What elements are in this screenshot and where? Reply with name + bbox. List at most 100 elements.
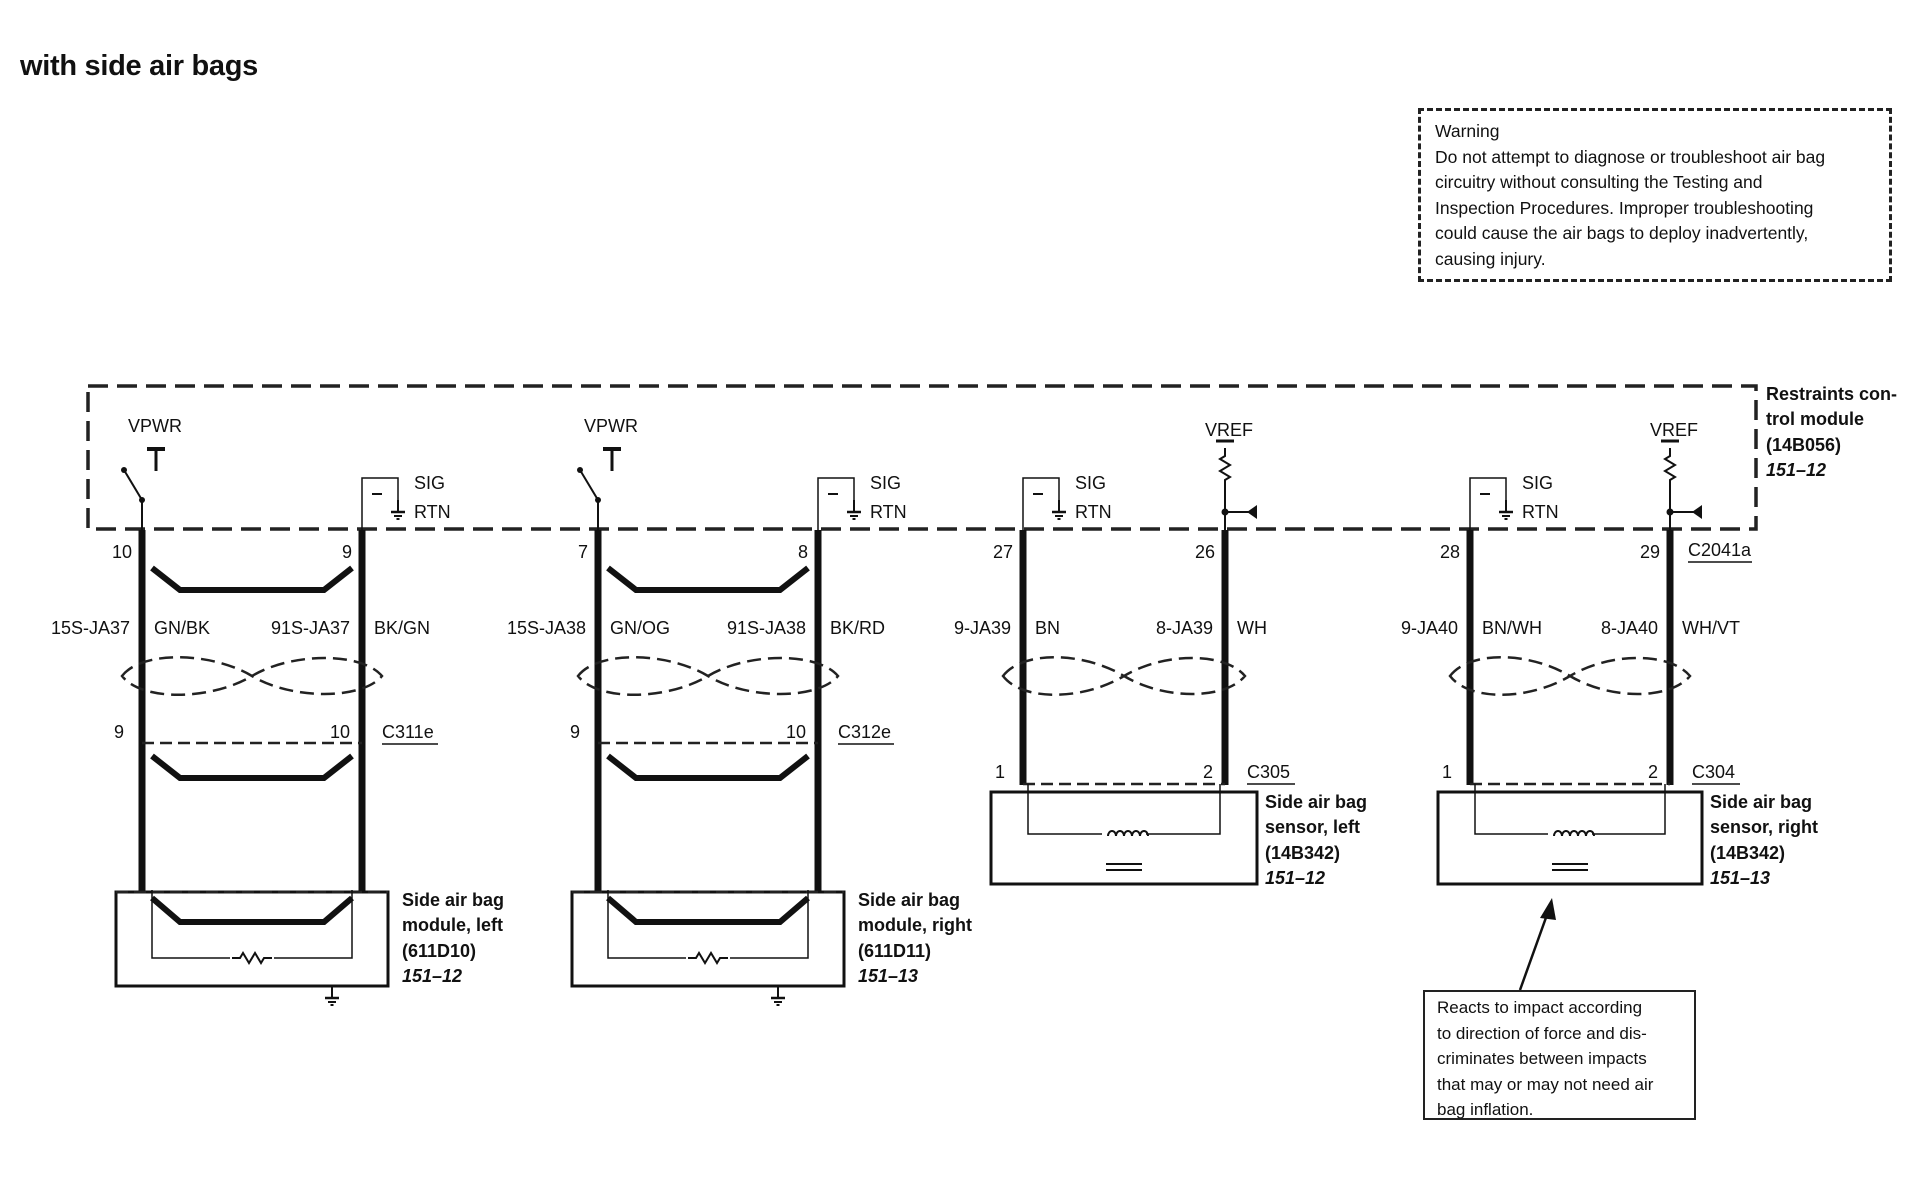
warning-line: causing injury.	[1435, 248, 1546, 269]
connector-label: C304	[1692, 762, 1735, 782]
component-label-line: (14B342)	[1710, 843, 1785, 863]
warning-line: circuitry without consulting the Testing…	[1435, 172, 1763, 192]
airbag-module-box	[570, 890, 846, 988]
twisted-pair-symbol	[1448, 656, 1692, 696]
signal-return-ground-icon	[845, 498, 863, 521]
sig-label: SIG	[870, 473, 901, 493]
shorting-bar	[150, 565, 354, 593]
vref-label: VREF	[1650, 420, 1698, 440]
sensor-box	[989, 790, 1259, 886]
warning-line: Do not attempt to diagnose or troublesho…	[1435, 146, 1826, 167]
wire-id-label: 15S-JA38	[507, 618, 586, 638]
rcm-label-line: Restraints con-	[1766, 384, 1897, 404]
rcm-label-line: (14B056)	[1766, 435, 1841, 455]
wire-color-label: BN/WH	[1482, 618, 1542, 638]
sig-rtn-lead	[1022, 477, 1060, 530]
shorting-bar	[606, 753, 810, 781]
airbag-module-box	[114, 890, 390, 988]
rtn-label: RTN	[414, 502, 451, 522]
note-line: criminates between impacts	[1437, 1049, 1647, 1068]
component-label-line: module, left	[402, 915, 503, 935]
component-label-line: module, right	[858, 915, 972, 935]
component-label-line: sensor, left	[1265, 817, 1360, 837]
pin-label: 1	[1442, 762, 1452, 782]
wire-id-label: 8-JA39	[1156, 618, 1213, 638]
wire-id-label: 91S-JA38	[727, 618, 806, 638]
warning-line: could cause the air bags to deploy inadv…	[1435, 223, 1809, 243]
sig-rtn-lead	[817, 477, 855, 530]
warning-heading: Warning	[1435, 121, 1500, 141]
switch-contact	[577, 467, 583, 473]
vpwr-label: VPWR	[584, 416, 638, 436]
warning-line: Inspection Procedures. Improper troubles…	[1435, 197, 1814, 218]
wire-color-label: GN/OG	[610, 618, 670, 638]
page-title: with side air bags	[20, 50, 258, 82]
connector-label: C311e	[382, 722, 434, 742]
wire-id-label: 91S-JA37	[271, 618, 350, 638]
pin-label: 7	[578, 542, 588, 562]
note-line: bag inflation.	[1437, 1100, 1534, 1119]
rcm-connector-label: C2041a	[1688, 540, 1752, 560]
wire-color-label: WH	[1237, 618, 1267, 638]
sensor-note-box: Reacts to impact according to direction …	[1423, 990, 1696, 1120]
sig-label: SIG	[414, 473, 445, 493]
sig-rtn-lead	[1469, 477, 1507, 530]
pin-label: 2	[1203, 762, 1213, 782]
component-ref: 151–13	[858, 966, 918, 986]
switch-blade	[123, 469, 143, 501]
component-label-line: (14B342)	[1265, 843, 1340, 863]
twisted-pair-symbol	[120, 656, 384, 696]
signal-return-ground-icon	[1050, 498, 1068, 521]
shorting-bar	[606, 565, 810, 593]
wire-color-label: WH/VT	[1682, 618, 1740, 638]
ground-icon	[769, 984, 787, 1007]
sensor-box	[1436, 790, 1704, 886]
rtn-label: RTN	[870, 502, 907, 522]
note-arrow-head	[1540, 898, 1556, 920]
pin-label: 1	[995, 762, 1005, 782]
pin-label: 28	[1440, 542, 1460, 562]
note-arrow	[1518, 911, 1550, 991]
component-ref: 151–12	[1265, 868, 1325, 888]
sig-label: SIG	[1075, 473, 1106, 493]
shorting-bar	[606, 895, 810, 925]
component-label-line: (611D11)	[858, 941, 931, 961]
wire-color-label: GN/BK	[154, 618, 210, 638]
pin-label: 10	[786, 722, 806, 742]
shorting-bar	[150, 895, 354, 925]
pin-label: 2	[1648, 762, 1658, 782]
shorting-bar	[150, 753, 354, 781]
pullup-resistor	[1664, 447, 1676, 489]
component-label-line: Side air bag	[858, 890, 960, 910]
pin-label: 8	[798, 542, 808, 562]
wire-color-label: BK/GN	[374, 618, 430, 638]
ground-icon	[323, 984, 341, 1007]
sig-label: SIG	[1522, 473, 1553, 493]
component-label-line: Side air bag	[1710, 792, 1812, 812]
signal-tap-arrow	[1247, 505, 1257, 519]
component-ref: 151–12	[402, 966, 462, 986]
pin-label: 9	[570, 722, 580, 742]
twisted-pair-symbol	[1001, 656, 1247, 696]
wire-id-label: 15S-JA37	[51, 618, 130, 638]
signal-tap-arrow	[1692, 505, 1702, 519]
pin-label: 9	[114, 722, 124, 742]
pin-label: 10	[330, 722, 350, 742]
rtn-label: RTN	[1522, 502, 1559, 522]
vref-label: VREF	[1205, 420, 1253, 440]
pin-label: 10	[112, 542, 132, 562]
rcm-label-line: trol module	[1766, 409, 1864, 429]
signal-return-ground-icon	[389, 498, 407, 521]
wire-id-label: 9-JA40	[1401, 618, 1458, 638]
pullup-resistor	[1219, 447, 1231, 489]
pin-label: 9	[342, 542, 352, 562]
connector-label: C305	[1247, 762, 1290, 782]
signal-return-ground-icon	[1497, 498, 1515, 521]
warning-box: Warning Do not attempt to diagnose or tr…	[1418, 108, 1892, 282]
wire-id-label: 9-JA39	[954, 618, 1011, 638]
